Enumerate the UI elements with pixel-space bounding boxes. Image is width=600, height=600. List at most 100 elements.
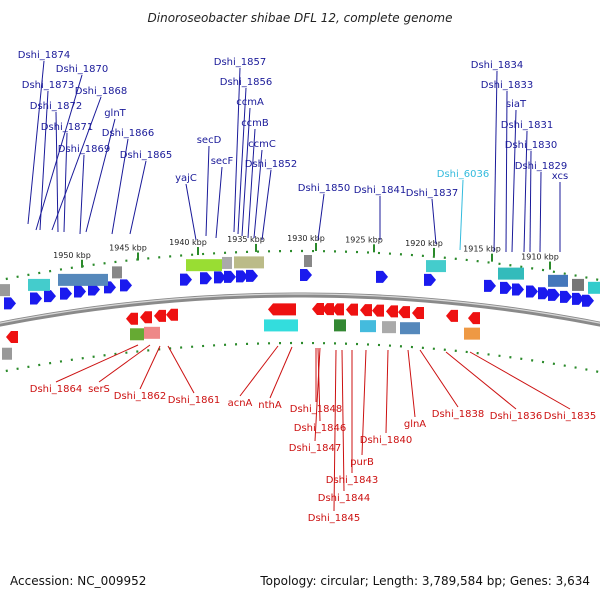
gene-label: xcs xyxy=(552,171,568,182)
label-leader-line xyxy=(493,70,498,253)
forward-gene-arrow xyxy=(224,270,236,283)
scale-tick-label: 1930 kbp xyxy=(287,234,325,243)
forward-gene-arrow xyxy=(526,285,538,298)
label-leader-line xyxy=(63,132,68,233)
gene-label: ccmC xyxy=(248,139,276,150)
feature-block xyxy=(548,274,568,287)
reverse-gene-arrow xyxy=(154,309,166,322)
feature-block xyxy=(304,255,312,268)
gene-label: nthA xyxy=(258,400,282,411)
reverse-gene-arrow xyxy=(372,304,384,317)
feature-block xyxy=(588,281,600,294)
feature-block xyxy=(0,284,10,297)
label-leader-line xyxy=(111,138,129,235)
feature-blocks xyxy=(0,255,600,360)
forward-gene-arrow xyxy=(236,270,248,283)
feature-block xyxy=(498,267,524,280)
forward-gene-arrow xyxy=(484,279,496,292)
label-leader-line xyxy=(215,166,223,239)
label-leader-line xyxy=(233,67,241,233)
label-leaders xyxy=(27,60,571,512)
gene-label: glnT xyxy=(104,108,126,119)
label-leader-line xyxy=(129,160,147,235)
reverse-gene-arrow xyxy=(446,309,458,322)
label-leader-line xyxy=(85,118,116,233)
forward-gene-arrow xyxy=(548,288,560,301)
gene-label: Dshi_1834 xyxy=(471,60,523,71)
label-leader-line xyxy=(35,74,83,231)
scale-tick-label: 1915 kbp xyxy=(463,245,501,254)
label-leader-line xyxy=(261,169,272,241)
gene-labels: Dshi_1874Dshi_1870Dshi_1873Dshi_1868Dshi… xyxy=(18,50,596,524)
forward-gene-arrow xyxy=(74,285,86,298)
gene-label: Dshi_1835 xyxy=(544,411,596,422)
feature-block xyxy=(572,278,584,291)
topology: Topology: circular; Length: 3,789,584 bp… xyxy=(259,574,590,588)
forward-gene-arrow xyxy=(538,287,550,300)
gene-label: Dshi_1870 xyxy=(56,64,108,75)
gene-label: yajC xyxy=(175,173,197,184)
gene-label: ccmA xyxy=(236,97,264,108)
label-leader-line xyxy=(51,96,102,231)
lower-dotted-track xyxy=(0,341,600,374)
feature-block xyxy=(222,256,232,269)
forward-gene-arrow xyxy=(120,279,132,292)
forward-gene-arrow xyxy=(500,281,512,294)
label-leader-line xyxy=(237,87,247,235)
gene-label: Dshi_1848 xyxy=(290,404,342,415)
forward-gene-arrow xyxy=(376,270,388,283)
label-leader-line xyxy=(385,349,389,434)
label-leader-line xyxy=(407,349,416,418)
forward-gene-arrow xyxy=(30,292,42,305)
gene-label: Dshi_1845 xyxy=(308,513,360,524)
gene-label: serS xyxy=(88,384,110,395)
reverse-gene-arrow xyxy=(346,303,358,316)
gene-label: Dshi_1830 xyxy=(505,140,557,151)
forward-gene-arrow xyxy=(560,290,572,303)
feature-block xyxy=(334,319,346,332)
label-leader-line xyxy=(317,193,325,241)
gene-label: Dshi_6036 xyxy=(437,169,489,180)
label-leader-line xyxy=(529,150,532,253)
feature-block xyxy=(2,347,12,360)
feature-block xyxy=(234,256,264,269)
forward-gene-arrow xyxy=(424,273,436,286)
gene-label: Dshi_1857 xyxy=(214,57,266,68)
gene-label: Dshi_1872 xyxy=(30,101,82,112)
scale-tick-label: 1910 kbp xyxy=(521,253,559,262)
gene-label: Dshi_1869 xyxy=(58,144,110,155)
forward-gene-arrow xyxy=(582,294,594,307)
gene-label: Dshi_1864 xyxy=(30,384,82,395)
feature-block xyxy=(58,273,108,286)
label-leader-line xyxy=(269,346,293,399)
gene-label: purB xyxy=(350,457,374,468)
reverse-gene-arrow xyxy=(268,303,296,316)
label-leader-line xyxy=(39,90,49,231)
gene-label: Dshi_1837 xyxy=(406,188,458,199)
feature-block xyxy=(130,328,144,341)
reverse-gene-arrow xyxy=(412,307,424,320)
label-leader-line xyxy=(27,60,45,225)
scale-tick-label: 1935 kbp xyxy=(227,235,265,244)
label-leader-line xyxy=(314,347,321,442)
label-leader-line xyxy=(431,198,437,245)
forward-gene-arrow xyxy=(214,271,226,284)
gene-label: secF xyxy=(211,156,234,167)
reverse-gene-arrow xyxy=(468,312,480,325)
forward-gene-arrow xyxy=(512,283,524,296)
label-leader-line xyxy=(341,349,345,492)
gene-label: Dshi_1850 xyxy=(298,183,350,194)
gene-label: Dshi_1840 xyxy=(360,435,412,446)
feature-block xyxy=(426,260,446,273)
feature-block xyxy=(144,326,160,339)
label-leader-line xyxy=(445,351,517,410)
label-leader-line xyxy=(469,351,571,410)
scale-tick-label: 1940 kbp xyxy=(169,238,207,247)
label-leader-line xyxy=(511,109,517,253)
label-leader-line xyxy=(239,345,279,397)
label-leader-line xyxy=(317,347,321,422)
reverse-gene-arrow xyxy=(166,308,178,321)
gene-label: Dshi_1866 xyxy=(102,128,154,139)
label-leader-line xyxy=(205,145,210,237)
